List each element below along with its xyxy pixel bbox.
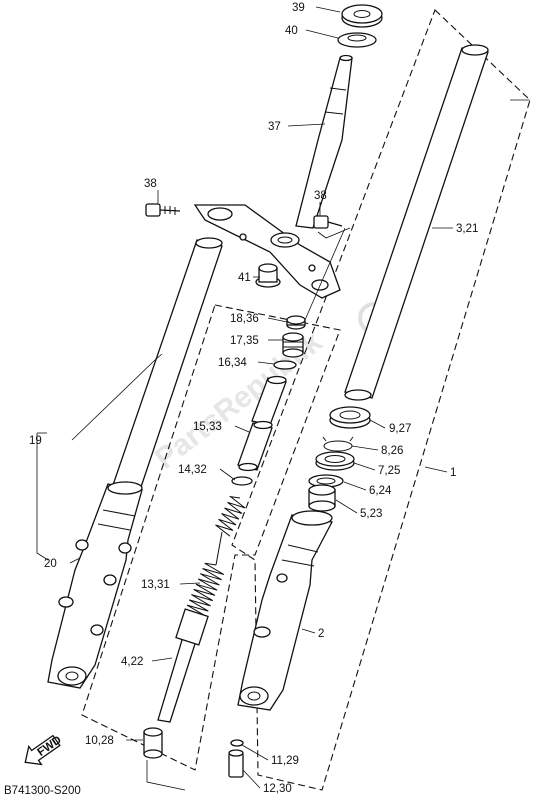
callout-1: 1 bbox=[450, 467, 456, 479]
right-fork-assembly-boundary bbox=[231, 9, 531, 791]
fwd-arrow-icon: FWD bbox=[24, 734, 64, 766]
damper-rod-4-22 bbox=[157, 608, 209, 723]
diagram-code: B741300-S200 bbox=[4, 785, 81, 797]
left-fork bbox=[47, 237, 223, 689]
dust-seal-9-27 bbox=[329, 406, 371, 429]
callout-3-21: 3,21 bbox=[456, 223, 478, 235]
callout-2: 2 bbox=[318, 628, 324, 640]
callout-40: 40 bbox=[285, 25, 298, 37]
inner-tube-3-21 bbox=[344, 44, 489, 401]
under-bracket bbox=[193, 204, 341, 299]
spacer-15-33a bbox=[251, 375, 287, 426]
bushing-5-23 bbox=[308, 484, 336, 512]
oil-lock-piece-10-28 bbox=[143, 727, 163, 759]
spring-upper bbox=[215, 495, 246, 537]
callout-8-26: 8,26 bbox=[381, 445, 403, 457]
washer-14-32 bbox=[231, 476, 253, 486]
bearing-40 bbox=[337, 32, 377, 48]
clip-8-26 bbox=[322, 436, 354, 452]
steering-stem-37 bbox=[295, 54, 353, 229]
callout-19: 19 bbox=[29, 435, 42, 447]
right-fork bbox=[228, 44, 489, 778]
callout-11-29: 11,29 bbox=[271, 755, 299, 767]
assembly-boundaries bbox=[81, 9, 531, 791]
callout-16-34: 16,34 bbox=[218, 357, 247, 369]
bolt-38-left bbox=[145, 203, 181, 217]
callout-10-28: 10,28 bbox=[85, 735, 114, 747]
callout-6-24: 6,24 bbox=[369, 485, 392, 497]
callouts: 39 40 37 38 38 3,21 41 18,36 17,35 16,34… bbox=[29, 2, 478, 795]
adjuster-17-35 bbox=[282, 332, 304, 358]
callout-41: 41 bbox=[238, 272, 251, 284]
callout-37: 37 bbox=[268, 121, 281, 133]
steering-stem-group bbox=[145, 4, 383, 299]
oil-seal-7-25 bbox=[315, 451, 355, 471]
bearing-seal-39 bbox=[341, 4, 383, 28]
callout-4-22: 4,22 bbox=[121, 656, 143, 668]
callout-5-23: 5,23 bbox=[360, 508, 382, 520]
washer-6-24 bbox=[308, 474, 344, 488]
callout-9-27: 9,27 bbox=[389, 423, 411, 435]
callout-38-right: 38 bbox=[314, 190, 327, 202]
outer-tube-2 bbox=[237, 510, 333, 711]
callout-12-30: 12,30 bbox=[263, 783, 292, 795]
left-fork-assembly-boundary bbox=[81, 304, 341, 771]
o-ring-16-34 bbox=[273, 360, 297, 370]
bolt-12-30 bbox=[228, 749, 244, 778]
callout-14-32: 14,32 bbox=[178, 464, 207, 476]
fork-internals bbox=[143, 315, 306, 759]
cap-bolt-18-36 bbox=[286, 315, 306, 330]
spacer-15-33b bbox=[237, 420, 273, 472]
callout-38-left: 38 bbox=[144, 178, 157, 190]
bolt-38-right bbox=[313, 215, 343, 229]
callout-15-33: 15,33 bbox=[193, 421, 222, 433]
outer-tube-20 bbox=[47, 481, 143, 689]
callout-17-35: 17,35 bbox=[230, 335, 259, 347]
leader-lines bbox=[36, 6, 453, 791]
washer-11-29 bbox=[230, 739, 244, 747]
callout-39: 39 bbox=[292, 2, 305, 14]
cap-41 bbox=[255, 263, 281, 288]
callout-18-36: 18,36 bbox=[230, 313, 259, 325]
callout-20: 20 bbox=[44, 558, 57, 570]
fork-spring-13-31 bbox=[186, 531, 225, 617]
callout-13-31: 13,31 bbox=[141, 579, 170, 591]
callout-7-25: 7,25 bbox=[378, 465, 400, 477]
